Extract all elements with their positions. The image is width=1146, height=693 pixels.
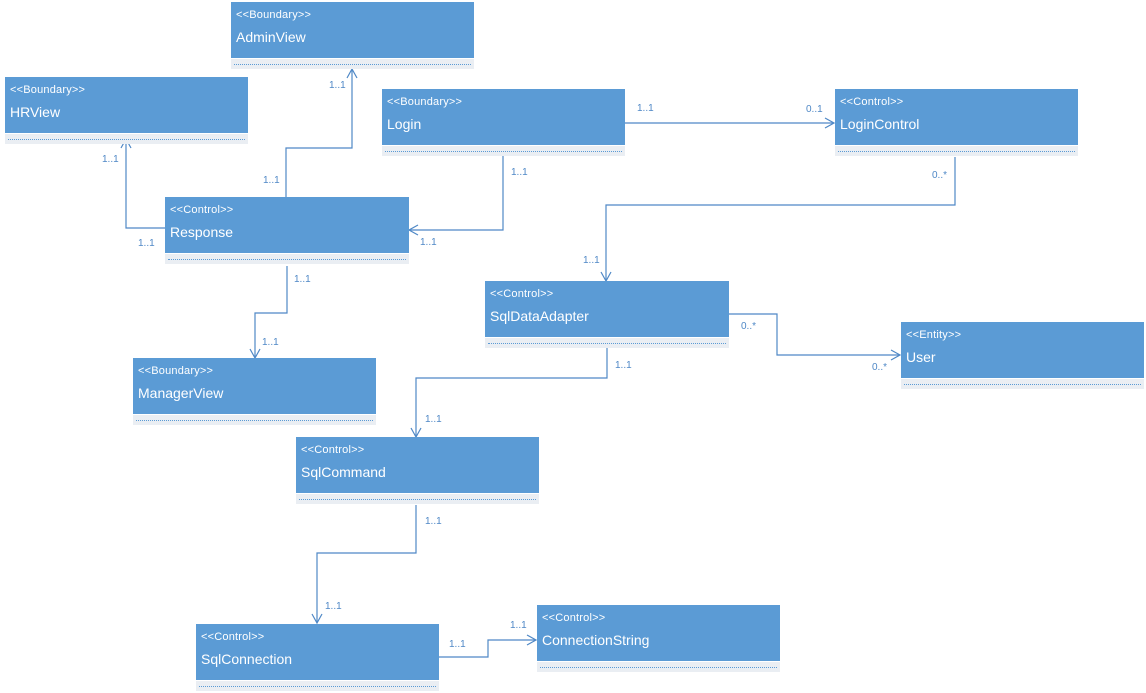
assoc-logincontrol-sqldataadapter <box>605 157 956 280</box>
class-name: Login <box>387 116 422 132</box>
class-hrview[interactable]: <<Boundary>> HRView <box>5 77 248 144</box>
class-compartment <box>296 493 539 504</box>
class-managerview[interactable]: <<Boundary>> ManagerView <box>133 358 376 425</box>
stereotype-label: <<Control>> <box>490 288 554 300</box>
assoc-login-response <box>410 156 504 231</box>
class-adminview[interactable]: <<Boundary>> AdminView <box>231 2 474 69</box>
arrowhead-connectionstring <box>526 634 538 646</box>
stereotype-label: <<Boundary>> <box>387 96 463 108</box>
class-name: AdminView <box>236 29 306 45</box>
multiplicity-label: 1..1 <box>294 274 311 285</box>
stereotype-label: <<Boundary>> <box>138 365 214 377</box>
assoc-sqldataadapter-sqlcommand <box>415 348 608 436</box>
class-compartment <box>165 253 409 264</box>
class-compartment <box>231 58 474 69</box>
stereotype-label: <<Boundary>> <box>236 9 312 21</box>
multiplicity-label: 1..1 <box>263 175 280 186</box>
class-sqldataadapter[interactable]: <<Control>> SqlDataAdapter <box>485 281 729 348</box>
stereotype-label: <<Entity>> <box>906 329 962 341</box>
class-compartment <box>196 680 439 691</box>
assoc-response-adminview <box>285 70 353 197</box>
stereotype-label: <<Control>> <box>542 612 606 624</box>
assoc-sqlconnection-connectionstring <box>439 639 535 658</box>
multiplicity-label: 1..1 <box>449 639 466 650</box>
class-name: SqlCommand <box>301 464 386 480</box>
class-name: ManagerView <box>138 385 224 401</box>
assoc-response-hrview <box>125 140 165 229</box>
multiplicity-label: 1..1 <box>329 80 346 91</box>
multiplicity-label: 0..* <box>741 321 757 332</box>
class-compartment <box>5 133 248 144</box>
class-compartment <box>835 145 1078 156</box>
assoc-sqlcommand-sqlconnection <box>316 505 417 622</box>
multiplicity-label: 1..1 <box>511 167 528 178</box>
multiplicity-label: 1..1 <box>425 516 442 527</box>
multiplicity-label: 1..1 <box>583 255 600 266</box>
arrowhead-response <box>407 224 419 236</box>
class-compartment <box>901 378 1144 389</box>
multiplicity-label: 1..1 <box>615 360 632 371</box>
class-name: Response <box>170 224 234 240</box>
assoc-sqldataadapter-user <box>729 313 899 356</box>
multiplicity-label: 1..1 <box>102 154 119 165</box>
arrowhead-adminview <box>346 67 358 79</box>
class-logincontrol[interactable]: <<Control>> LoginControl <box>835 89 1078 156</box>
class-name: SqlConnection <box>201 651 293 667</box>
class-name: ConnectionString <box>542 632 650 648</box>
multiplicity-label: 1..1 <box>262 337 279 348</box>
stereotype-label: <<Control>> <box>170 204 234 216</box>
class-compartment <box>485 337 729 348</box>
multiplicity-label: 1..1 <box>325 601 342 612</box>
class-name: HRView <box>10 104 61 120</box>
stereotype-label: <<Control>> <box>840 96 904 108</box>
multiplicity-label: 1..1 <box>138 238 155 249</box>
class-compartment <box>133 414 376 425</box>
multiplicity-label: 1..1 <box>420 237 437 248</box>
multiplicity-label: 0..* <box>932 170 948 181</box>
stereotype-label: <<Control>> <box>301 444 365 456</box>
class-sqlcommand[interactable]: <<Control>> SqlCommand <box>296 437 539 504</box>
assoc-response-managerview <box>254 266 288 357</box>
class-user[interactable]: <<Entity>> User <box>901 322 1144 389</box>
stereotype-label: <<Boundary>> <box>10 84 86 96</box>
multiplicity-label: 0..1 <box>806 104 823 115</box>
arrowhead-sqlconnection <box>311 613 323 625</box>
multiplicity-label: 1..1 <box>510 620 527 631</box>
class-sqlconnection[interactable]: <<Control>> SqlConnection <box>196 624 439 691</box>
arrowhead-logincontrol <box>824 117 836 129</box>
class-name: SqlDataAdapter <box>490 308 589 324</box>
stereotype-label: <<Control>> <box>201 631 265 643</box>
class-name: User <box>906 349 936 365</box>
class-compartment <box>537 661 780 672</box>
arrowhead-user <box>890 349 902 361</box>
class-name: LoginControl <box>840 116 920 132</box>
multiplicity-label: 1..1 <box>637 103 654 114</box>
class-compartment <box>382 145 625 156</box>
class-response[interactable]: <<Control>> Response <box>165 197 409 264</box>
multiplicity-label: 0..* <box>872 362 888 373</box>
class-login[interactable]: <<Boundary>> Login <box>382 89 625 156</box>
class-connectionstring[interactable]: <<Control>> ConnectionString <box>537 605 780 672</box>
multiplicity-label: 1..1 <box>425 414 442 425</box>
